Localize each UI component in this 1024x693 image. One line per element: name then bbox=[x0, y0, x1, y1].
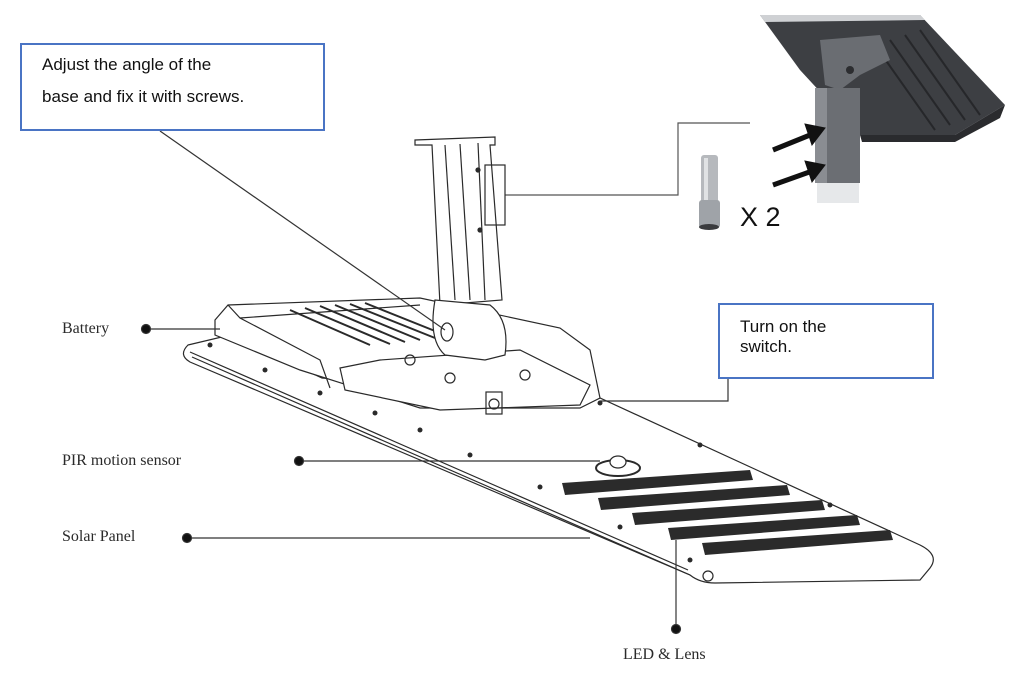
label-pir-motion-sensor: PIR motion sensor bbox=[62, 452, 182, 469]
label-led-lens: LED & Lens bbox=[623, 646, 706, 663]
leader-lines bbox=[140, 130, 729, 635]
solar-dot bbox=[181, 532, 193, 544]
callout-adjust-base: Adjust the angle of the base and fix it … bbox=[20, 43, 325, 131]
arrow-icon bbox=[772, 160, 826, 188]
arrow-icon bbox=[772, 123, 826, 153]
callout-switch-line2: switch. bbox=[740, 337, 792, 357]
callout-adjust-line2: base and fix it with screws. bbox=[42, 87, 245, 107]
mounting-photo bbox=[699, 15, 1005, 230]
solar-cells bbox=[562, 470, 893, 555]
screw-icon bbox=[699, 155, 720, 230]
callout-switch-line1: Turn on the bbox=[740, 317, 827, 336]
pir-dot bbox=[293, 455, 305, 467]
leader-line bbox=[505, 122, 750, 196]
led-dot bbox=[670, 623, 682, 635]
screw-quantity: X 2 bbox=[740, 202, 781, 232]
callout-switch: Turn on the switch. bbox=[718, 303, 934, 379]
battery-dot bbox=[140, 323, 152, 335]
label-solar-panel: Solar Panel bbox=[62, 528, 136, 545]
callout-adjust-line1: Adjust the angle of the bbox=[42, 55, 212, 74]
label-battery: Battery bbox=[62, 320, 110, 337]
